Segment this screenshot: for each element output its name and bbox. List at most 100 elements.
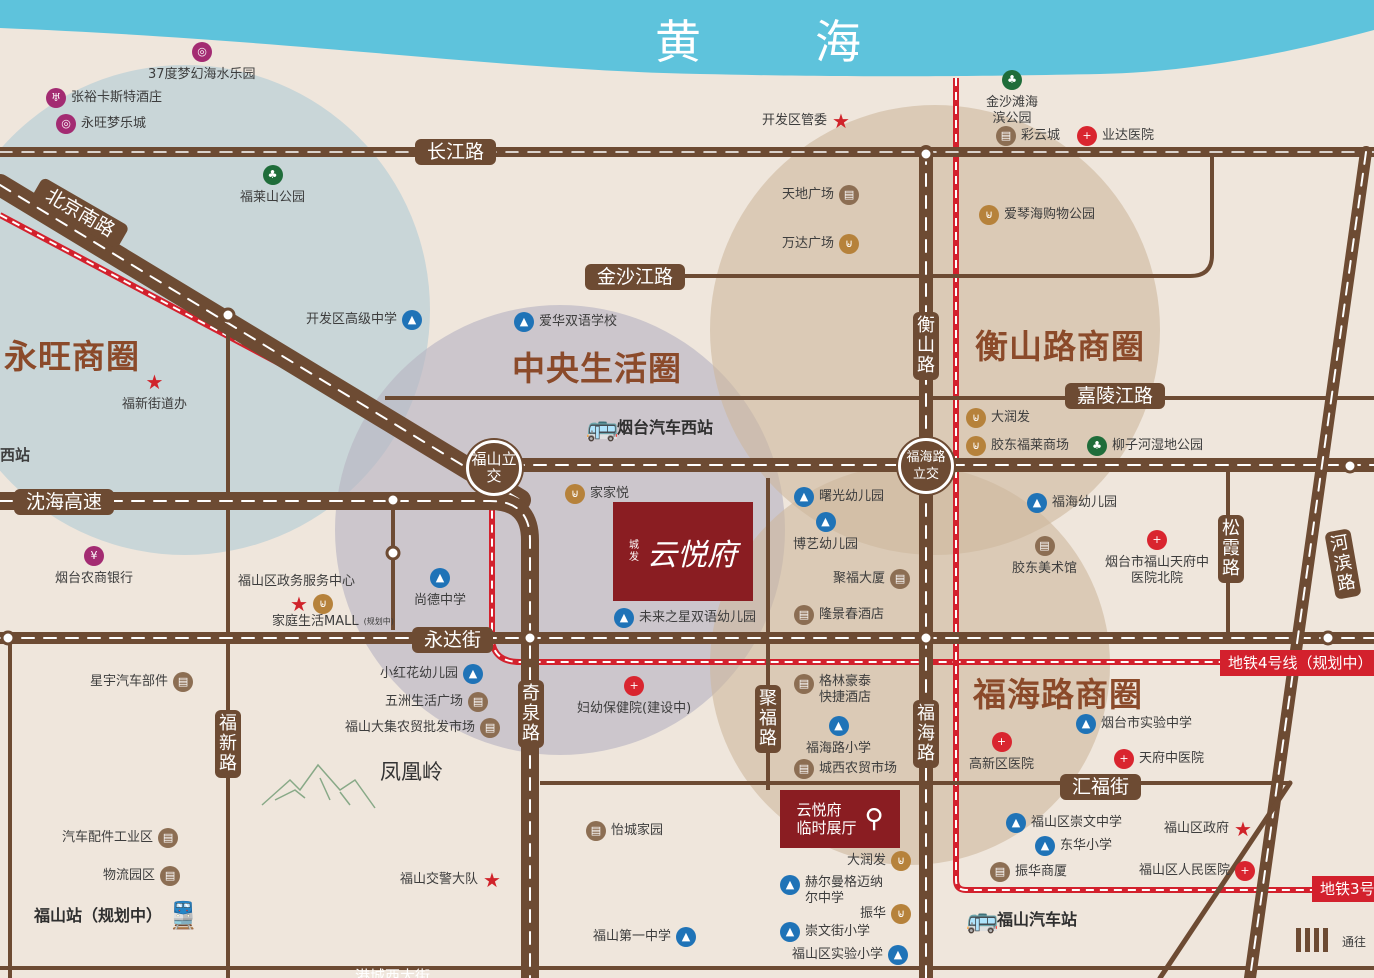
poi-aihua-school[interactable]: ▲ 爱华双语学校: [514, 312, 617, 332]
poi-zhenhua-mall[interactable]: ▤振华商厦: [990, 862, 1067, 882]
poi-experimental-middle[interactable]: ▲烟台市实验中学: [1076, 714, 1192, 734]
poi-label: 胶东福莱商场: [991, 438, 1070, 453]
poi-fuhai-primary[interactable]: ▲福海路小学: [806, 716, 871, 757]
building-icon: ▤: [794, 759, 814, 779]
poi-label: 爱华双语学校: [539, 314, 618, 329]
poi-yantai-west-bus[interactable]: 🚌烟台汽车西站: [586, 415, 713, 441]
poi-label: 烟台市福山天府中医院北院: [1104, 555, 1209, 586]
poi-xingyu-auto[interactable]: 星宇汽车部件▤: [90, 672, 194, 692]
poi-fushan-bus-station[interactable]: 🚌福山汽车站: [966, 905, 1077, 935]
poi-jiajiayue[interactable]: ⊌家家悦: [565, 484, 629, 504]
bus-icon: 🚌: [966, 905, 999, 935]
poi-fushan-no1[interactable]: 福山第一中学▲: [593, 927, 697, 947]
poi-fuxin-office[interactable]: ★ 福新街道办: [122, 372, 187, 413]
partial-to-text: 通往: [1342, 935, 1367, 949]
poi-peoples-hospital[interactable]: 福山区人民医院+: [1139, 861, 1256, 881]
poi-kfq-high-school[interactable]: 开发区高级中学▲: [306, 310, 423, 330]
building-icon: ▤: [160, 866, 181, 886]
poi-fushan-station[interactable]: 福山站（规划中）🚆: [34, 903, 199, 929]
poi-logistics-park[interactable]: 物流园区▤: [103, 866, 181, 886]
road-label-fuhai: 福海路: [913, 700, 939, 768]
star-icon: ★: [290, 592, 308, 616]
poi-family-mall[interactable]: 家庭生活MALL(规划中): [272, 614, 394, 630]
building-icon: ▤: [890, 569, 911, 589]
poi-fuhai-kg[interactable]: ▲福海幼儿园: [1027, 493, 1117, 513]
poi-rural-bank[interactable]: ¥烟台农商银行: [55, 546, 133, 587]
school-icon: ▲: [794, 487, 814, 507]
poi-district-gov[interactable]: 福山区政府★: [1164, 819, 1252, 839]
building-icon: ▤: [794, 605, 814, 625]
poi-rtmart-south[interactable]: 大润发⊌: [847, 851, 912, 871]
building-icon: ▤: [794, 674, 814, 694]
cart-icon: ⊌: [313, 594, 333, 614]
poi-gaoxin-hospital[interactable]: +高新区医院: [969, 732, 1034, 773]
poi-shuguang-kg[interactable]: ▲曙光幼儿园: [794, 487, 884, 507]
poi-tianfu-north[interactable]: +烟台市福山天府中医院北院: [1104, 530, 1210, 587]
poi-experimental-primary[interactable]: 福山区实验小学▲: [792, 945, 909, 965]
poi-label: 汽车配件工业区: [62, 830, 154, 845]
poi-label: 永旺梦乐城: [81, 116, 147, 131]
poi-wuzhou-plaza[interactable]: 五洲生活广场▤: [385, 692, 489, 712]
poi-jufu-building[interactable]: 聚福大厦 ▤: [833, 569, 911, 589]
poi-label: 聚福大厦: [833, 571, 886, 586]
poi-xiaohonghua[interactable]: 小红花幼儿园▲: [380, 664, 484, 684]
road-label-yongda: 永达街: [412, 627, 494, 653]
poi-longjingchun-hotel[interactable]: ▤隆景春酒店: [794, 605, 884, 625]
poi-aiqinhai[interactable]: ⊌爱琴海购物公园: [979, 205, 1095, 225]
poi-fulai-park[interactable]: ♣福莱山公园: [240, 165, 305, 206]
poi-label: 天地广场: [782, 187, 835, 202]
school-icon: ▲: [514, 312, 534, 332]
poi-auto-parts-zone[interactable]: 汽车配件工业区▤: [62, 828, 179, 848]
poi-label: 家庭生活MALL: [272, 614, 359, 629]
poi-kfq-committee[interactable]: 开发区管委★: [762, 111, 850, 131]
poi-tiandi-plaza[interactable]: 天地广场▤: [782, 185, 860, 205]
mall-icon: ◎: [56, 114, 76, 134]
school-icon: ▲: [888, 945, 909, 965]
poi-wanda-plaza[interactable]: 万达广场⊌: [782, 234, 860, 254]
poi-hermann-gmeiner[interactable]: ▲赫尔曼格迈纳尔中学: [780, 875, 883, 907]
poi-traffic-police[interactable]: 福山交警大队★: [400, 870, 501, 890]
poi-daji-market[interactable]: 福山大集农贸批发市场▤: [345, 718, 501, 738]
poi-jinshatan-park[interactable]: ♣金沙滩海滨公园: [982, 70, 1042, 127]
poi-label: 万达广场: [782, 236, 835, 251]
poi-label: 开发区管委: [762, 113, 828, 128]
poi-chongwen-primary[interactable]: ▲崇文街小学: [780, 922, 870, 942]
poi-rtmart-north[interactable]: ⊌大润发: [966, 408, 1030, 428]
school-icon: ▲: [1027, 493, 1047, 513]
poi-label: 福山区政务服务中心: [238, 574, 356, 589]
poi-winery[interactable]: ♅张裕卡斯特酒庄: [46, 88, 162, 108]
poi-zhenhua[interactable]: 振华⊌: [860, 904, 912, 924]
road-label-jialingjiang: 嘉陵江路: [1065, 383, 1166, 409]
poi-donghua-primary[interactable]: ▲东华小学: [1035, 836, 1112, 856]
hospital-icon: +: [624, 676, 645, 696]
showroom-marker[interactable]: 云悦府 临时展厅 ⚲: [780, 790, 900, 848]
project-marker[interactable]: 城发 云悦府: [613, 502, 753, 601]
poi-yicheng[interactable]: ▤怡城家园: [586, 821, 663, 841]
hospital-icon: +: [991, 732, 1012, 752]
poi-liuzihe-wetland[interactable]: ♣柳子河湿地公园: [1087, 436, 1203, 456]
poi-greentree-inn[interactable]: ▤格林豪泰快捷酒店: [794, 674, 875, 706]
poi-boyi-kg[interactable]: ▲博艺幼儿园: [793, 512, 858, 553]
poi-chengxi-market[interactable]: ▤ 城西农贸市场: [794, 759, 897, 779]
poi-water-park[interactable]: ◎ 37度梦幻海水乐园: [148, 42, 256, 83]
poi-label: 怡城家园: [611, 823, 664, 838]
poi-future-star[interactable]: ▲未来之星双语幼儿园: [614, 608, 756, 628]
poi-art-museum[interactable]: ▤胶东美术馆: [1012, 536, 1077, 577]
poi-label: 福新街道办: [122, 397, 188, 412]
poi-maternity-hospital[interactable]: +妇幼保健院(建设中): [577, 676, 691, 717]
star-icon: ★: [145, 370, 164, 394]
poi-gov-service[interactable]: 福山区政务服务中心: [238, 574, 355, 590]
poi-fulai-mall[interactable]: ⊌胶东福莱商场: [966, 436, 1069, 456]
poi-shangde-school[interactable]: ▲尚德中学: [414, 568, 466, 609]
poi-label: 城西农贸市场: [819, 761, 898, 776]
school-icon: ▲: [402, 310, 423, 330]
poi-label: 星宇汽车部件: [90, 674, 169, 689]
road-label-huifu: 汇福街: [1060, 774, 1142, 800]
poi-yeda-hospital[interactable]: +业达医院: [1077, 126, 1154, 146]
poi-caiyun-city[interactable]: ▤彩云城: [996, 126, 1060, 146]
road-label-jinshajiang: 金沙江路: [585, 264, 686, 290]
poi-chongwen-middle[interactable]: ▲福山区崇文中学: [1006, 813, 1122, 833]
poi-tianfu-hospital[interactable]: +天府中医院: [1114, 749, 1204, 769]
road-label-shenhai: 沈海高速: [14, 489, 115, 515]
poi-aeon[interactable]: ◎ 永旺梦乐城: [56, 114, 146, 134]
